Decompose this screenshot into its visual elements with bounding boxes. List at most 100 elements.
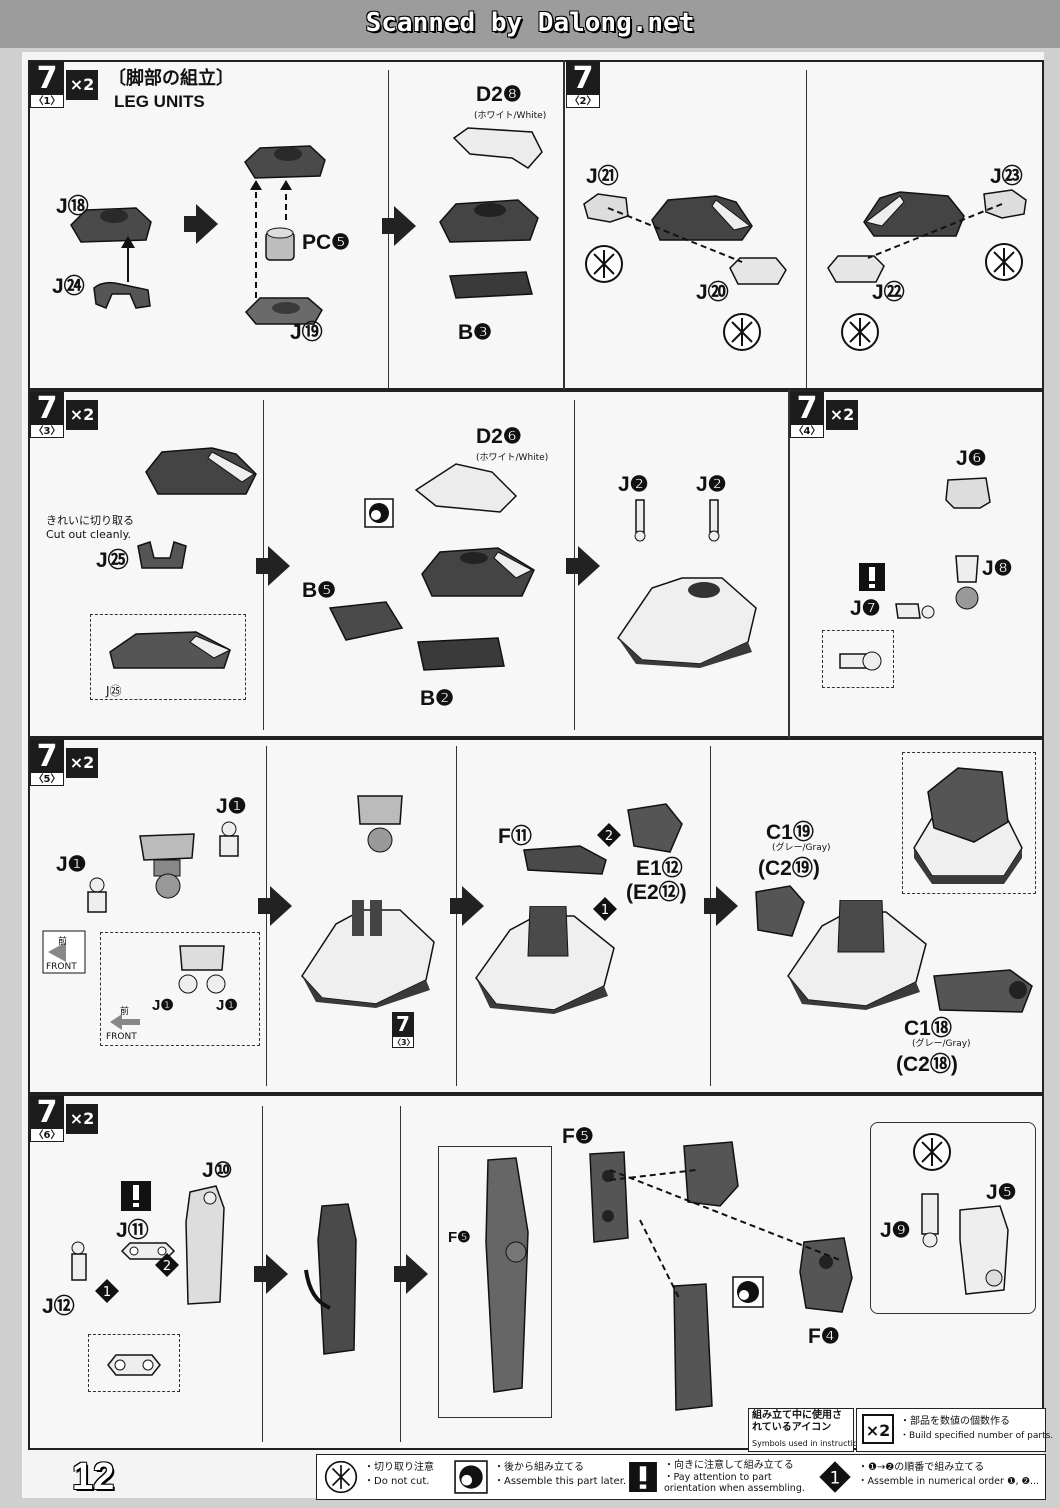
detail-box-j7 <box>822 630 894 688</box>
svg-text:1: 1 <box>103 1285 111 1300</box>
scan-credit: Scanned by Dalong.net <box>365 8 695 38</box>
part-b2 <box>417 637 505 671</box>
step-sub: 〈3〉 <box>30 424 64 438</box>
orientation-icon <box>121 1181 151 1211</box>
legend-mult-jp: ・部品を数値の個数作る <box>900 1416 1010 1427</box>
label-f11: F⑪ <box>498 825 532 848</box>
detail-box-front <box>100 932 260 1046</box>
next-arrow-icon <box>394 1254 428 1294</box>
order-step-2-icon: 2 <box>155 1253 179 1277</box>
next-arrow-icon <box>256 546 290 586</box>
label-j1: J❶ <box>56 853 87 876</box>
label-f5: F❺ <box>562 1125 594 1148</box>
part-j7-detail <box>839 651 882 671</box>
part-j24 <box>93 281 151 309</box>
step-number-7-6: 7 〈6〉 <box>30 1096 64 1142</box>
divider <box>710 746 711 1086</box>
scan-header <box>0 0 1060 48</box>
part-pc5 <box>265 227 295 261</box>
part-c1-19 <box>755 885 805 937</box>
label-f4: F❹ <box>808 1325 840 1348</box>
dashed-guide <box>250 180 292 298</box>
label-j23: J㉓ <box>990 165 1023 188</box>
assemble-later-icon <box>732 1276 764 1308</box>
part-hip-joint <box>139 833 195 899</box>
multiplier-badge: ×2 <box>66 400 98 430</box>
next-arrow-icon <box>450 886 484 926</box>
divider <box>456 746 457 1086</box>
part-completed-preview <box>913 767 1023 884</box>
next-arrow-icon <box>566 546 600 586</box>
dashed-guide <box>607 207 743 263</box>
next-arrow-icon <box>382 206 416 246</box>
part-j12 <box>71 1241 87 1281</box>
do-not-cut-icon <box>585 245 623 283</box>
part-j10 <box>185 1185 225 1305</box>
orientation-icon <box>859 563 885 591</box>
legend-item-jp: ・向きに注意して組み立てる <box>664 1460 794 1471</box>
part-j8 <box>955 555 979 610</box>
multiplier-badge: ×2 <box>66 70 98 100</box>
step-number-7-5: 7 〈5〉 <box>30 740 64 786</box>
part-f11 <box>523 845 607 875</box>
label-white: (ホワイト/White) <box>476 453 549 463</box>
part-b5 <box>328 601 404 641</box>
label-j12: J⑫ <box>42 1295 75 1318</box>
legend-mult-badge: ×2 <box>862 1414 894 1444</box>
label-gray: (グレー/Gray) <box>912 1039 971 1049</box>
order-step-1-icon: 1 <box>593 897 617 921</box>
part-j5 <box>959 1205 1009 1295</box>
part-j1 <box>219 821 239 857</box>
label-c1-18: C1⑱ <box>904 1017 952 1040</box>
label-j11: J⑪ <box>116 1219 149 1242</box>
label-j8: J❽ <box>982 557 1013 580</box>
label-j20: J⑳ <box>696 281 729 304</box>
label-b2: B❷ <box>420 687 454 710</box>
label-j6: J❻ <box>956 447 987 470</box>
part-d2-6 <box>414 463 518 513</box>
part-leg-frame-5b <box>475 906 615 1014</box>
next-arrow-icon <box>184 204 218 244</box>
dashed-guide <box>867 203 1003 259</box>
part-c1-18 <box>933 969 1033 1013</box>
part-d2-8 <box>452 127 543 169</box>
step-title-en: LEG UNITS <box>114 92 205 111</box>
part-j11 <box>120 1242 176 1260</box>
part-j18-upper <box>244 145 326 179</box>
legend-title-en: Symbols used in instructions <box>752 1439 867 1448</box>
label-b3: B❸ <box>458 321 492 344</box>
detail-box-completed <box>902 752 1036 894</box>
detail-box-f5 <box>438 1146 552 1418</box>
part-j2 <box>634 499 646 542</box>
label-white: (ホワイト/White) <box>474 111 547 121</box>
step-title-jp: 〔脚部の組立〕 <box>108 68 234 89</box>
label-j5: J❺ <box>986 1181 1017 1204</box>
legend-title-jp: 組み立て中に使用されているアイコン <box>752 1410 842 1433</box>
order-step-1-icon: 1 <box>819 1461 851 1493</box>
label-j9: J❾ <box>880 1219 911 1242</box>
do-not-cut-icon <box>723 313 761 351</box>
legend-item-jp: ・後から組み立てる <box>494 1462 584 1473</box>
part-leg-frame-5c <box>787 900 927 1010</box>
part-e1-12 <box>627 803 683 853</box>
front-label-jp: 前 <box>58 937 68 947</box>
part-j20 <box>729 257 787 285</box>
part-leg-body <box>439 199 539 243</box>
svg-text:2: 2 <box>163 1259 171 1274</box>
part-f5 <box>589 1151 629 1243</box>
legend-row <box>316 1454 1046 1500</box>
legend-title-box <box>748 1408 854 1452</box>
step-number-7-4: 7 〈4〉 <box>790 392 824 438</box>
legend-item-en: ・Do not cut. <box>364 1476 430 1487</box>
part-leg-frame-5 <box>301 900 435 1008</box>
label-j10: J⑩ <box>202 1159 233 1182</box>
legend-item-jp: ・切り取り注意 <box>364 1462 434 1473</box>
divider <box>788 390 790 738</box>
part-j6 <box>945 477 991 509</box>
next-arrow-icon <box>258 886 292 926</box>
part-joint-upper <box>683 1141 739 1207</box>
label-e1-12: E1⑫ <box>636 857 683 880</box>
divider <box>266 746 267 1086</box>
step-number-7-2: 7 〈2〉 <box>566 62 600 108</box>
